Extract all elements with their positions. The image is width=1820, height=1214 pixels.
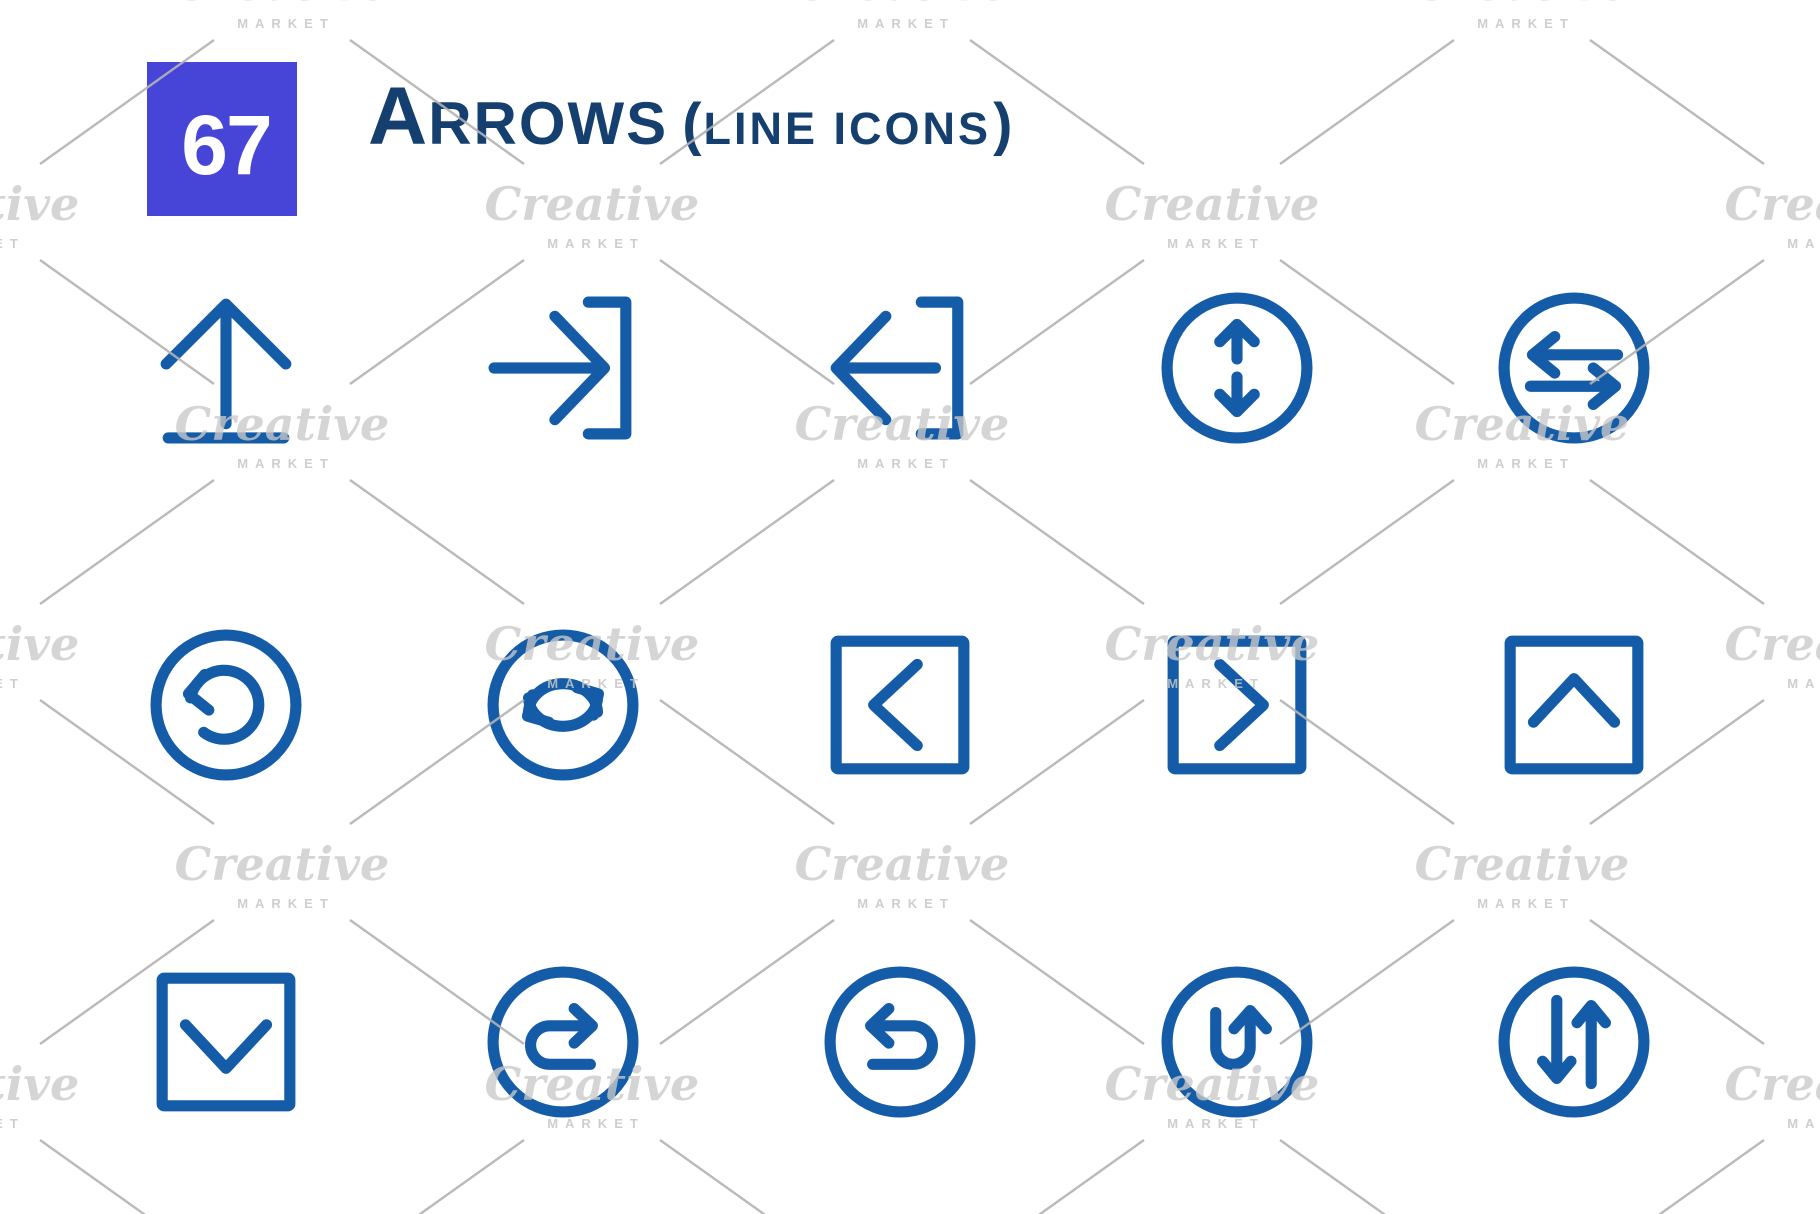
- icon-cell: [57, 873, 394, 1210]
- icon-count-badge: 67: [147, 62, 297, 216]
- icon-cell: [1068, 536, 1405, 873]
- icon-cell: [1405, 199, 1742, 536]
- title-paren-open: (: [682, 92, 702, 157]
- title-lead-cap: A: [368, 71, 429, 162]
- sync-arrows-circle-icon: [487, 629, 638, 780]
- vertical-arrows-circle-icon: [1161, 292, 1312, 443]
- icon-cell: [731, 536, 1068, 873]
- redo-loop-circle-icon: [487, 966, 638, 1117]
- icon-cell: [394, 536, 731, 873]
- icon-cell: [731, 873, 1068, 1210]
- icon-grid: [57, 199, 1742, 1210]
- icon-cell: [394, 199, 731, 536]
- horizontal-arrows-circle-icon: [1498, 292, 1649, 443]
- icon-count: 67: [181, 97, 272, 192]
- chevron-right-square-icon: [1167, 635, 1306, 774]
- sign-out-arrow-icon: [830, 296, 963, 439]
- icon-cell: [731, 199, 1068, 536]
- page-title: A RROWS ( LINE ICONS ): [368, 70, 1012, 180]
- icon-cell: [1068, 873, 1405, 1210]
- swap-vertical-circle-icon: [1498, 966, 1649, 1117]
- title-subtitle: LINE ICONS: [703, 103, 992, 154]
- chevron-left-square-icon: [830, 635, 969, 774]
- icon-cell: [394, 873, 731, 1210]
- arrow-up-from-line-icon: [160, 298, 291, 443]
- icon-cell: [57, 199, 394, 536]
- icon-cell: [1405, 873, 1742, 1210]
- title-lead-rest: RROWS: [428, 90, 669, 157]
- chevron-down-square-icon: [156, 972, 295, 1111]
- u-turn-up-circle-icon: [1161, 966, 1312, 1117]
- sign-in-arrow-icon: [488, 296, 631, 439]
- chevron-up-square-icon: [1504, 635, 1643, 774]
- rotate-left-circle-icon: [150, 629, 301, 780]
- icon-cell: [57, 536, 394, 873]
- icon-cell: [1405, 536, 1742, 873]
- icon-cell: [1068, 199, 1405, 536]
- title-paren-close: ): [993, 92, 1013, 157]
- undo-loop-circle-icon: [824, 966, 975, 1117]
